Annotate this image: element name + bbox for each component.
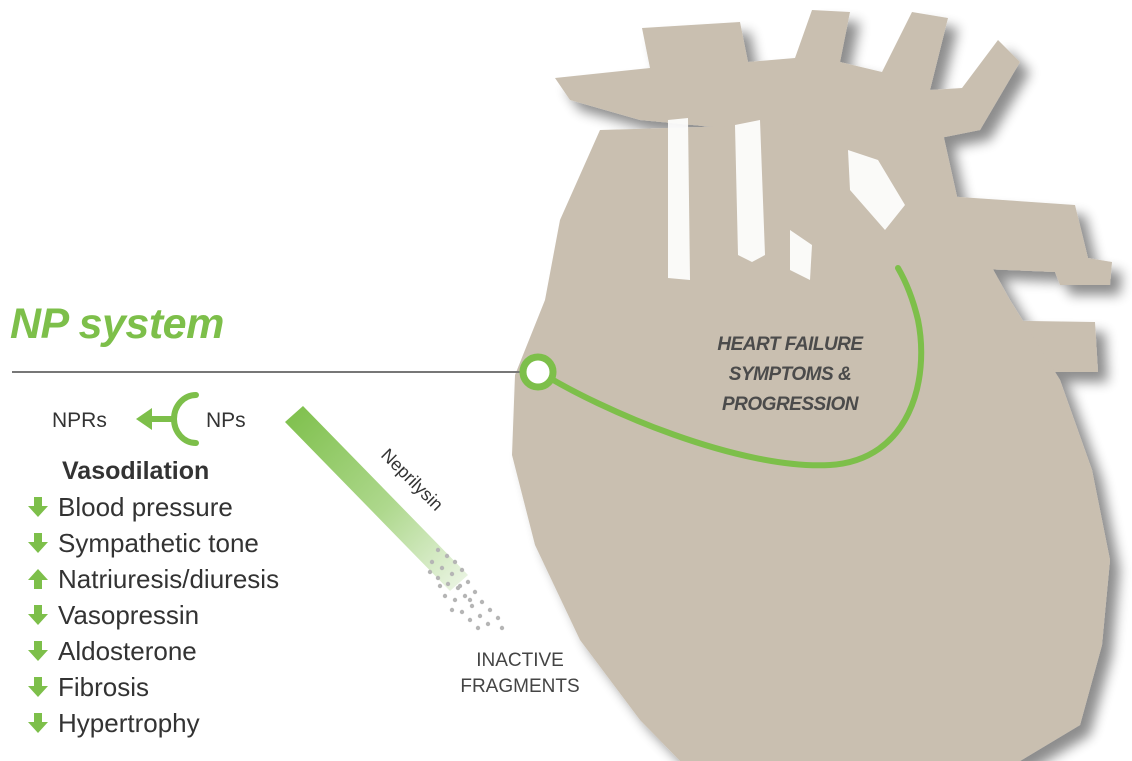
- heart-label-line-3: PROGRESSION: [680, 390, 900, 420]
- effect-item: Blood pressure: [26, 492, 233, 522]
- nps-label: NPs: [206, 409, 246, 433]
- fragments-label: INACTIVE FRAGMENTS: [440, 648, 600, 700]
- effect-item: Hypertrophy: [26, 708, 200, 738]
- effect-item: Fibrosis: [26, 672, 149, 702]
- arrow-down-icon: [26, 603, 50, 627]
- heart-label-line-2: SYMPTOMS &: [680, 360, 900, 390]
- heart-label-line-1: HEART FAILURE: [680, 330, 900, 360]
- arrow-down-icon: [26, 531, 50, 555]
- effect-label: Vasopressin: [58, 600, 199, 630]
- effects-heading: Vasodilation: [62, 457, 209, 486]
- connector-node: [523, 357, 553, 387]
- fragments-line-2: FRAGMENTS: [440, 674, 600, 700]
- fragments-line-1: INACTIVE: [440, 648, 600, 674]
- arrow-down-icon: [26, 675, 50, 699]
- arrow-up-icon: [26, 567, 50, 591]
- arrow-down-icon: [26, 495, 50, 519]
- effect-label: Aldosterone: [58, 636, 197, 666]
- effect-label: Hypertrophy: [58, 708, 200, 738]
- effect-item: Natriuresis/diuresis: [26, 564, 279, 594]
- receptor-arc-icon: [174, 395, 196, 443]
- effect-item: Vasopressin: [26, 600, 199, 630]
- effect-label: Natriuresis/diuresis: [58, 564, 279, 594]
- effect-item: Aldosterone: [26, 636, 197, 666]
- npr-arrow-head: [136, 408, 152, 430]
- effect-label: Blood pressure: [58, 492, 233, 522]
- arrow-down-icon: [26, 639, 50, 663]
- arrow-down-icon: [26, 711, 50, 735]
- npr-label: NPRs: [52, 409, 107, 433]
- effect-item: Sympathetic tone: [26, 528, 259, 558]
- page-title: NP system: [10, 300, 224, 349]
- heart-failure-label: HEART FAILURE SYMPTOMS & PROGRESSION: [680, 330, 900, 420]
- effect-label: Sympathetic tone: [58, 528, 259, 558]
- effect-label: Fibrosis: [58, 672, 149, 702]
